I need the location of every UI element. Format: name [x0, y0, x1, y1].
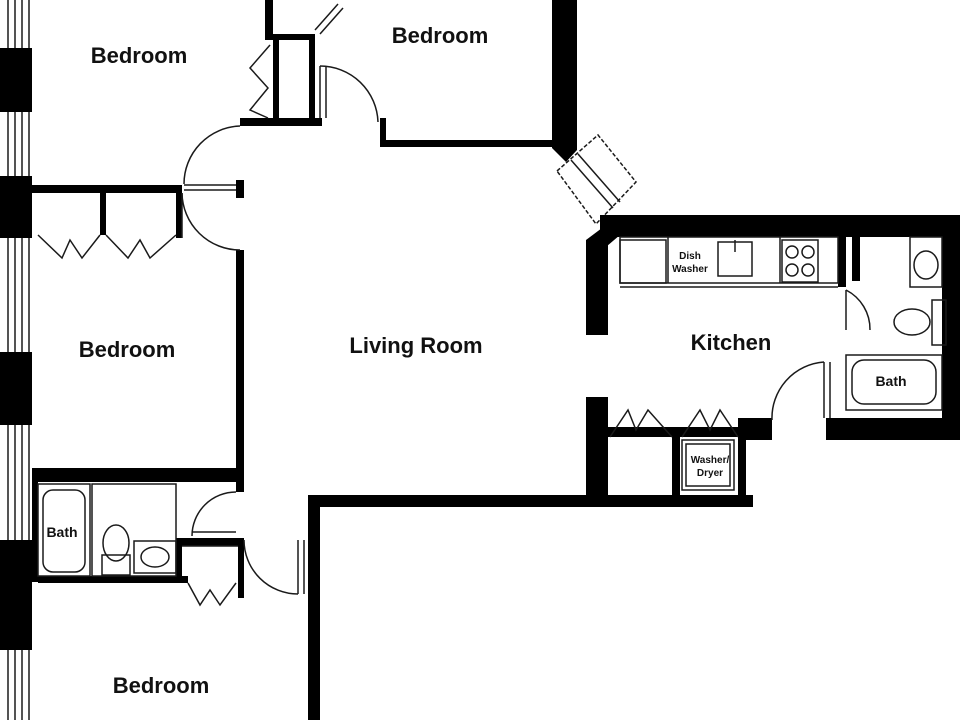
door-bath-right: [771, 361, 831, 421]
fixture-label-bath-left: Bath: [46, 524, 77, 540]
fixture-label-dishwasher-line2: Washer: [672, 264, 708, 275]
fixture-label-dishwasher-line1: Dish: [679, 251, 701, 262]
kitchen-counter: [619, 236, 839, 288]
room-label-bedroom-top-center: Bedroom: [392, 23, 489, 48]
window-left-top: [7, 0, 30, 48]
room-label-bedroom-top-left: Bedroom: [91, 43, 188, 68]
stove: [781, 239, 819, 283]
window-left-bottom: [7, 650, 30, 720]
window-diagonal: [555, 133, 637, 226]
room-label-kitchen: Kitchen: [691, 330, 772, 355]
door-bath-left: [191, 491, 237, 537]
doors: [37, 3, 871, 607]
fixture-label-bath-right: Bath: [875, 373, 906, 389]
door-closet-bifold-bottom: [182, 545, 238, 607]
fixture-label-washer-dryer-line2: Dryer: [697, 468, 723, 479]
door-bedroom-bottom: [243, 539, 305, 595]
fixture-label-washer-dryer-line1: Washer/: [691, 455, 730, 466]
door-bath-right-inner: [845, 289, 871, 331]
door-bedroom-top-center: [319, 65, 379, 123]
door-bedroom-top-left: [183, 125, 241, 191]
kitchen-sink: [717, 240, 753, 277]
toilet-right: [893, 299, 947, 346]
door-closet-top: [314, 3, 344, 35]
room-label-bedroom-bottom-left: Bedroom: [113, 673, 210, 698]
room-labels: Bedroom Bedroom Bedroom Bedroom Living R…: [79, 23, 772, 698]
window-left-lower: [7, 425, 30, 540]
sink-right: [909, 236, 943, 288]
door-closet-bifold-middle: [37, 234, 177, 260]
door-closet-kitchen: [609, 408, 739, 438]
sink-left: [133, 540, 177, 574]
fixture-labels: Bath Bath Dish Washer Washer/ Dryer: [46, 251, 906, 540]
bathtub-left: [37, 483, 91, 577]
door-closet-bifold-top: [248, 44, 271, 119]
room-label-living-room: Living Room: [349, 333, 482, 358]
room-label-bedroom-middle-left: Bedroom: [79, 337, 176, 362]
fixtures: [37, 236, 947, 577]
bathtub-right: [845, 354, 943, 411]
window-left-upper: [7, 112, 30, 176]
window-left-middle: [7, 238, 30, 352]
door-bedroom-middle: [181, 192, 241, 251]
toilet-left: [91, 483, 177, 577]
refrigerator: [619, 239, 667, 284]
washer-dryer: [681, 439, 735, 491]
